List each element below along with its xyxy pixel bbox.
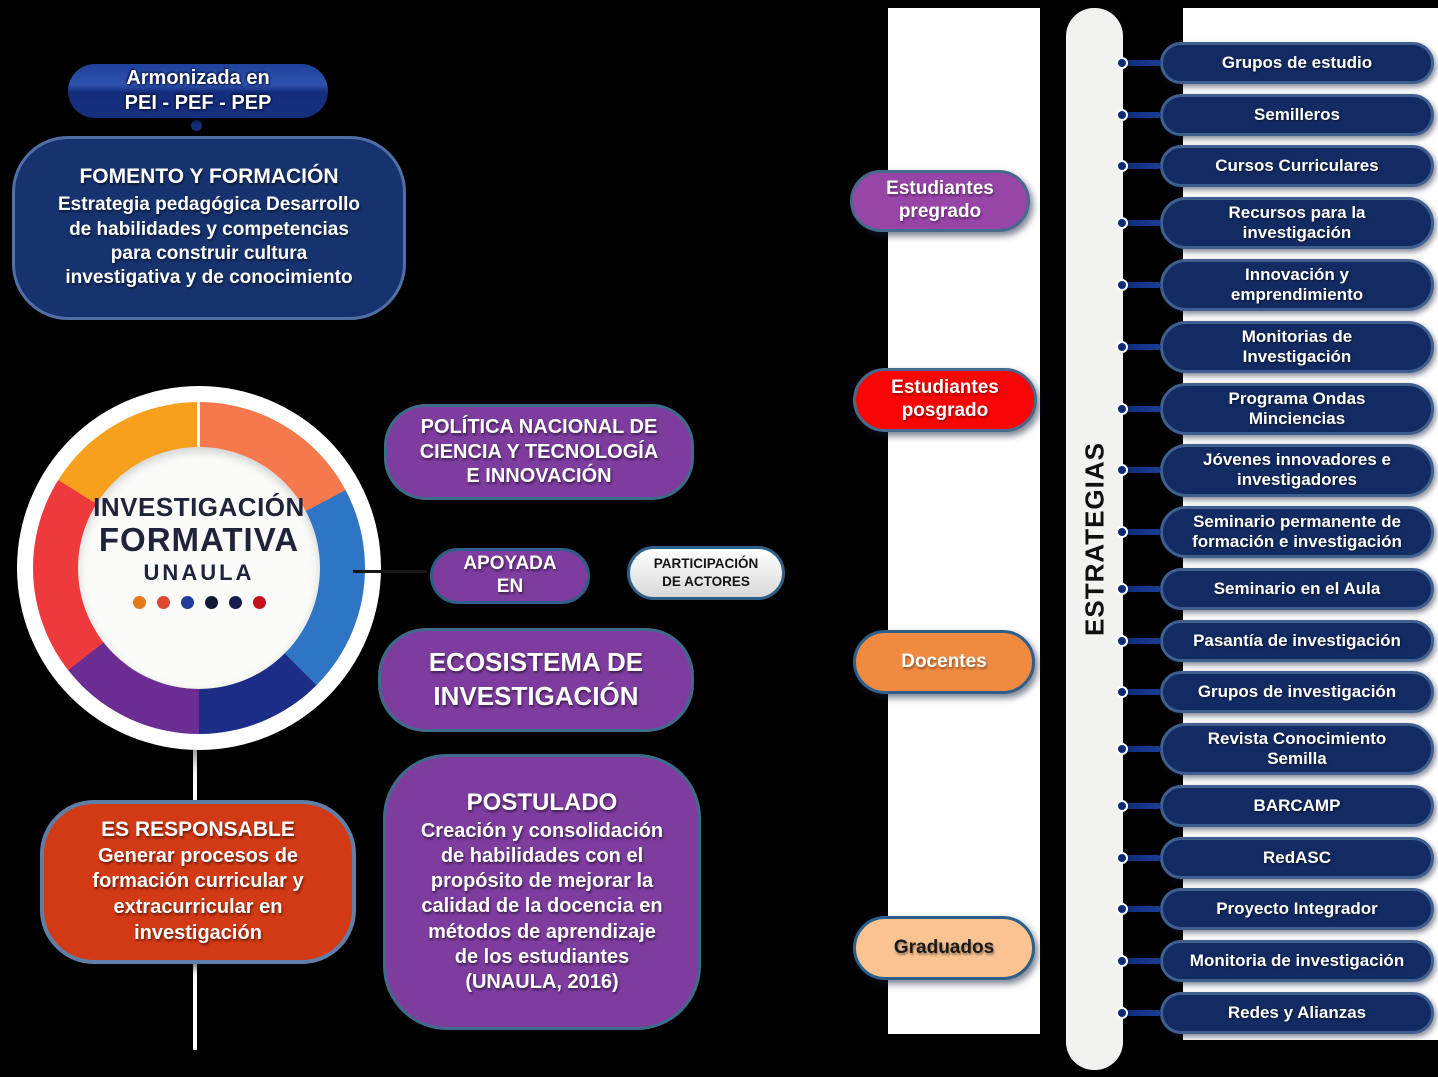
strategy-pill: Jóvenes innovadores e investigadores [1116,444,1434,497]
strategy-pill-label: Pasantía de investigación [1193,630,1401,650]
strategy-pill: Revista Conocimiento Semilla [1116,723,1434,776]
strategy-pill: Seminario en el Aula [1116,568,1434,611]
actor-pill-label: Estudiantes pregrado [886,178,994,222]
strategy-pill: Semilleros [1116,93,1434,136]
fomento-title: FOMENTO Y FORMACIÓN [79,165,339,189]
strategy-pill-label: Seminario permanente de formación e inve… [1192,512,1402,552]
strategy-pill-label: RedASC [1262,847,1331,867]
strategy-pill: Monitorias de Investigación [1116,320,1434,373]
color-dot [228,595,242,609]
actor-pill-label: Estudiantes posgrado [891,377,999,421]
strategy-pill-label: Programa Ondas Minciencias [1228,388,1366,428]
strategy-pill: Grupos de investigación [1116,671,1434,714]
circle-subtitle: UNAULA [143,559,255,585]
strategy-pill-label: Cursos Curriculares [1215,156,1379,176]
strategy-pill: Seminario permanente de formación e inve… [1116,506,1434,559]
strategy-pill-label: Innovación y emprendimiento [1230,264,1364,305]
postulado-body: Creación y consolidación de habilidades … [420,819,664,993]
strategy-pill-label: Grupos de estudio [1221,52,1373,72]
strategy-pill: Grupos de estudio [1116,42,1434,84]
color-dot [156,595,170,609]
strategy-pill: Monitoria de investigación [1116,940,1434,983]
participacion-actores-pill: PARTICIPACIÓN DE ACTORES [627,546,785,600]
fomento-body: Estrategia pedagógica Desarrollo de habi… [58,194,360,289]
color-dot [204,595,218,609]
circle-right-divider-line [353,570,427,573]
strategy-pill-label: Monitorias de Investigación [1241,326,1353,366]
actors-white-band [888,8,1040,1034]
actor-pill: Estudiantes posgrado [853,368,1037,432]
strategy-pill: Innovación y emprendimiento [1116,258,1434,312]
estrategias-vertical-bar: ESTRATEGIAS [1066,8,1123,1070]
actor-pill: Graduados [853,916,1035,980]
strategy-pill-label: Monitoria de investigación [1189,951,1405,971]
postulado-title: POSTULADO [466,788,618,816]
circle-top-divider-line [197,399,200,447]
actor-pill: Docentes [853,630,1035,694]
actor-pill-label: Docentes [901,650,987,672]
strategy-pill-label: Semilleros [1254,104,1340,124]
circle-inner-disc [78,447,320,689]
color-dot [180,595,194,609]
badge-connector-dot [191,120,202,131]
strategy-pill: Cursos Curriculares [1116,145,1434,188]
strategy-pill-label: Redes y Alianzas [1227,1002,1367,1022]
apoyada-en-pill: APOYADA EN [430,548,590,604]
color-dot [252,595,266,609]
strategy-pill-label: Revista Conocimiento Semilla [1207,729,1387,769]
politica-nacional-box: POLÍTICA NACIONAL DE CIENCIA Y TECNOLOGÍ… [384,404,694,500]
strategy-pill: Pasantía de investigación [1116,619,1434,662]
strategy-pill: Programa Ondas Minciencias [1116,382,1434,435]
strategy-pill: Recursos para la investigación [1116,197,1434,250]
strategy-pill-label: Seminario en el Aula [1213,579,1381,598]
actor-pill: Estudiantes pregrado [850,170,1030,232]
es-responsable-box: ES RESPONSABLE Generar procesos de forma… [40,800,356,964]
ecosistema-box: ECOSISTEMA DE INVESTIGACIÓN [378,628,694,732]
color-dot [132,595,146,609]
strategy-pill-label: Grupos de investigación [1197,682,1397,702]
postulado-box: POSTULADO Creación y consolidación de ha… [383,754,701,1030]
circle-title-block: INVESTIGACIÓN FORMATIVA UNAULA [38,492,360,609]
strategy-pill: BARCAMP [1116,785,1434,827]
strategy-pill-label: Recursos para la investigación [1228,203,1366,243]
circle-dots [132,595,266,609]
estrategias-label: ESTRATEGIAS [1079,442,1109,636]
strategy-pill: Proyecto Integrador [1116,888,1434,931]
strategy-pill-label: BARCAMP [1253,795,1341,815]
actor-pill-label: Graduados [893,936,995,958]
fomento-formacion-box: FOMENTO Y FORMACIÓN Estrategia pedagógic… [12,136,406,320]
strategy-pill: Redes y Alianzas [1116,991,1434,1034]
strategy-pill-label: Jóvenes innovadores e investigadores [1202,450,1392,490]
strategy-pill-label: Proyecto Integrador [1216,899,1378,919]
responsable-title: ES RESPONSABLE [101,817,295,841]
responsable-body: Generar procesos de formación curricular… [92,844,304,944]
circle-title-line1: INVESTIGACIÓN [93,492,305,522]
strategy-pill: RedASC [1116,836,1434,879]
circle-title-line2: FORMATIVA [98,521,300,558]
armonizada-badge: Armonizada en PEI - PEF - PEP [68,64,328,118]
